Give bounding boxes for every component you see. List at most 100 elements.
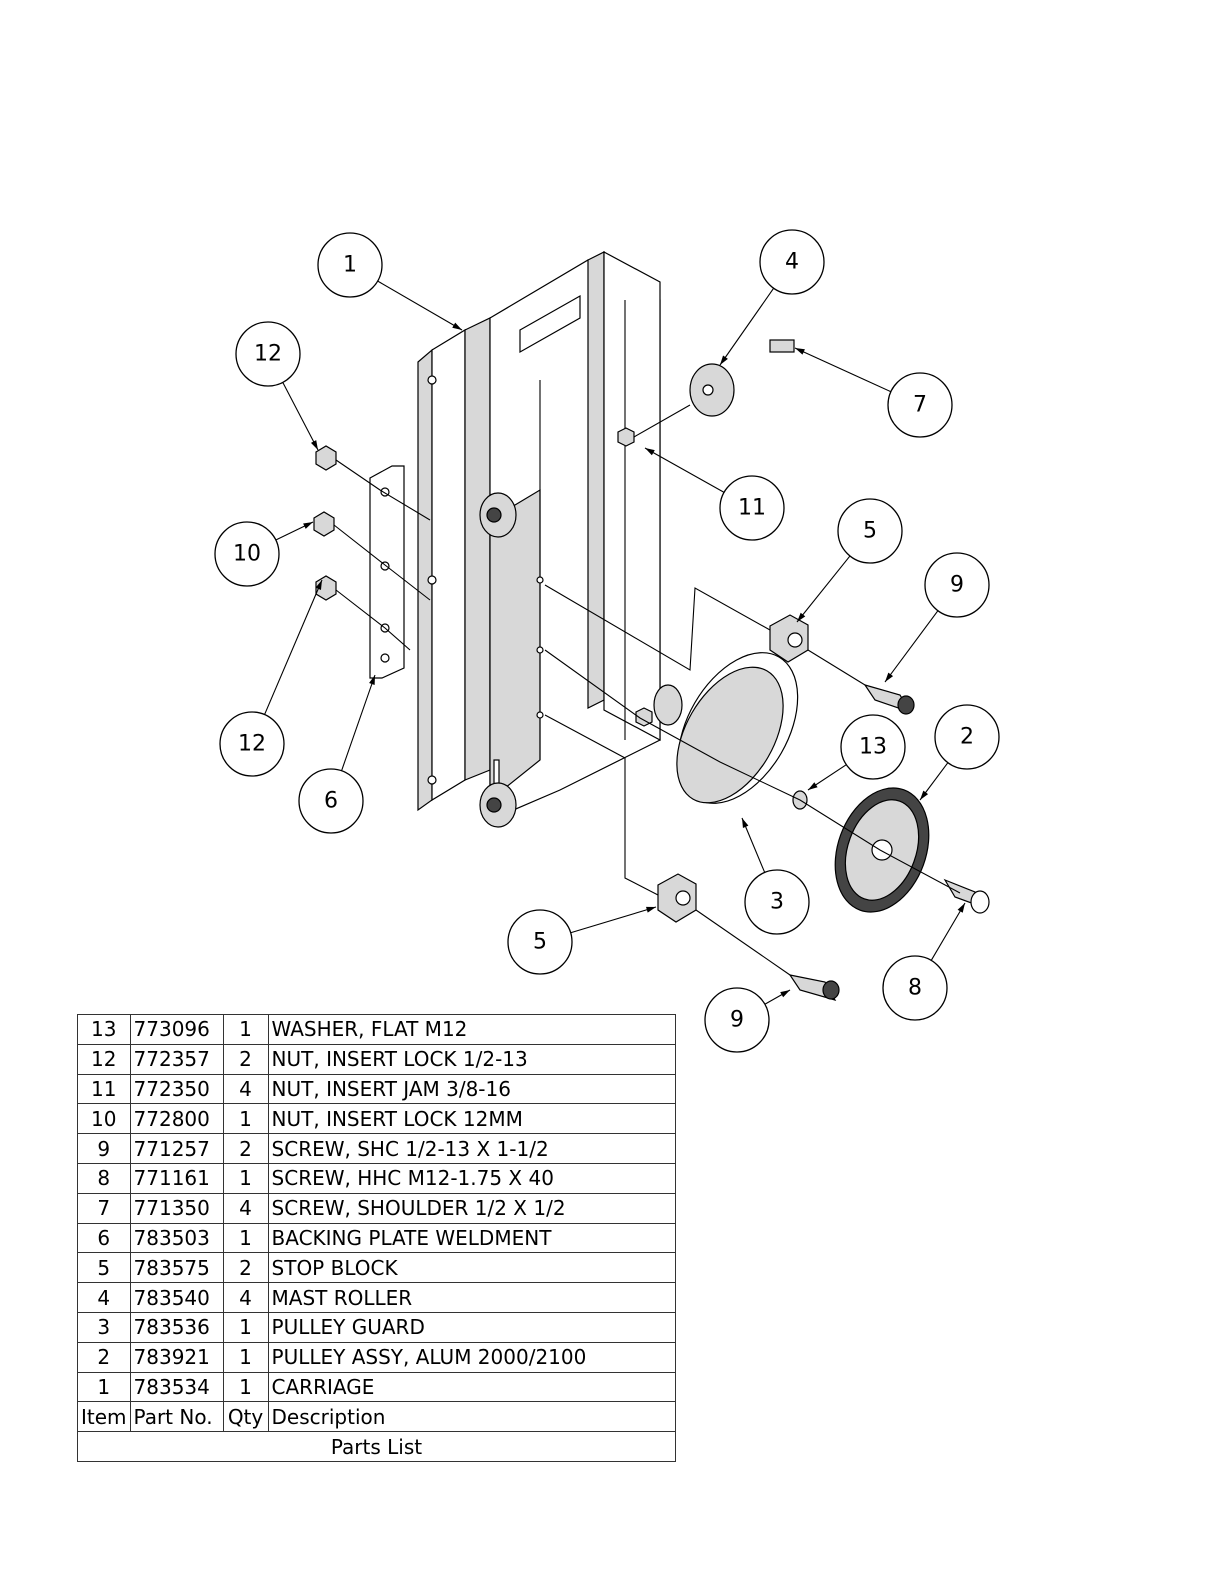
item-balloon: 4 <box>719 229 825 366</box>
arrowhead <box>885 672 894 682</box>
item-balloon: 12 <box>219 579 323 777</box>
cell-description: PULLEY GUARD <box>267 1311 677 1343</box>
cell-item: 10 <box>77 1103 131 1135</box>
balloon-number: 8 <box>908 976 922 1001</box>
cell-description: PULLEY ASSY, ALUM 2000/2100 <box>267 1341 677 1373</box>
item-balloon: 9 <box>704 987 791 1053</box>
item-balloon: 8 <box>882 902 966 1021</box>
cell-part-no: 772800 <box>129 1103 224 1135</box>
cell-qty: 2 <box>222 1043 269 1075</box>
cell-qty: 4 <box>222 1192 269 1224</box>
cell-part-no: 783575 <box>129 1252 224 1284</box>
balloon-number: 10 <box>233 542 261 567</box>
assembly-lines <box>333 404 961 976</box>
cell-item: 5 <box>77 1252 131 1284</box>
cell-qty: 1 <box>222 1311 269 1343</box>
cell-description: NUT, INSERT LOCK 12MM <box>267 1103 677 1135</box>
cell-item: 2 <box>77 1341 131 1373</box>
parts-list-header-row: Item Part No. Qty Description <box>77 1401 677 1433</box>
item-balloon: 5 <box>507 906 657 975</box>
cell-qty: 2 <box>222 1133 269 1164</box>
leader-line <box>377 280 463 331</box>
cell-item: 13 <box>77 1014 131 1045</box>
arrowhead <box>720 355 728 365</box>
leader-line <box>341 674 376 771</box>
cell-description: SCREW, SHOULDER 1/2 X 1/2 <box>267 1192 677 1224</box>
item-balloon: 10 <box>214 521 314 587</box>
cell-item: 6 <box>77 1222 131 1254</box>
leader-line <box>741 817 766 873</box>
arrowhead <box>645 448 655 456</box>
header-description: Description <box>267 1401 677 1433</box>
balloon-number: 9 <box>730 1008 744 1033</box>
cell-part-no: 771257 <box>129 1133 224 1164</box>
leader-line <box>884 610 939 683</box>
item-balloon: 6 <box>298 674 376 834</box>
cell-part-no: 783540 <box>129 1282 224 1313</box>
balloon-number: 1 <box>343 253 357 278</box>
balloon-number: 9 <box>950 573 964 598</box>
cell-qty: 1 <box>222 1162 269 1194</box>
cell-part-no: 783921 <box>129 1341 224 1373</box>
cell-description: BACKING PLATE WELDMENT <box>267 1222 677 1254</box>
cell-description: SCREW, HHC M12-1.75 X 40 <box>267 1162 677 1194</box>
cell-item: 7 <box>77 1192 131 1224</box>
balloon-number: 13 <box>859 735 887 760</box>
balloon-number: 2 <box>960 725 974 750</box>
balloon-number: 5 <box>863 519 877 544</box>
stop-block-parts <box>657 614 809 923</box>
header-item: Item <box>77 1401 131 1433</box>
balloon-number: 4 <box>785 250 799 275</box>
cell-qty: 4 <box>222 1073 269 1105</box>
arrowhead <box>310 440 318 450</box>
item-balloon: 7 <box>794 347 953 438</box>
balloon-number: 5 <box>533 930 547 955</box>
arrowhead <box>452 322 462 330</box>
leader-line <box>282 382 319 451</box>
mast-roller-part <box>479 363 735 828</box>
arrowhead <box>808 782 818 790</box>
balloon-number: 11 <box>738 496 766 521</box>
cell-qty: 1 <box>222 1222 269 1254</box>
item-balloon: 3 <box>741 817 810 935</box>
cell-qty: 1 <box>222 1014 269 1045</box>
cell-item: 11 <box>77 1073 131 1105</box>
arrowhead <box>315 580 322 590</box>
cell-part-no: 773096 <box>129 1014 224 1045</box>
cell-item: 4 <box>77 1282 131 1313</box>
leader-line <box>570 906 657 934</box>
cell-part-no: 783536 <box>129 1311 224 1343</box>
cell-qty: 1 <box>222 1103 269 1135</box>
balloon-number: 6 <box>324 789 338 814</box>
cell-description: NUT, INSERT JAM 3/8-16 <box>267 1073 677 1105</box>
arrowhead <box>646 906 656 913</box>
arrowhead <box>795 348 805 355</box>
item-balloon: 13 <box>807 714 906 791</box>
shoulder-screw-part <box>769 339 795 353</box>
cell-item: 12 <box>77 1043 131 1075</box>
cell-description: WASHER, FLAT M12 <box>267 1014 677 1045</box>
balloon-number: 12 <box>238 732 266 757</box>
cell-qty: 2 <box>222 1252 269 1284</box>
shc-screw-parts <box>788 683 915 1001</box>
pulley-guard-part <box>676 652 799 804</box>
cell-qty: 1 <box>222 1341 269 1373</box>
cell-item: 8 <box>77 1162 131 1194</box>
item-balloon: 12 <box>235 321 319 451</box>
item-balloon: 1 <box>317 232 463 331</box>
leader-line <box>719 287 775 366</box>
backing-plate-part <box>369 465 405 679</box>
arrowhead <box>742 818 749 828</box>
leader-line <box>264 579 323 715</box>
cell-description: SCREW, SHC 1/2-13 X 1-1/2 <box>267 1133 677 1164</box>
arrowhead <box>957 903 965 913</box>
